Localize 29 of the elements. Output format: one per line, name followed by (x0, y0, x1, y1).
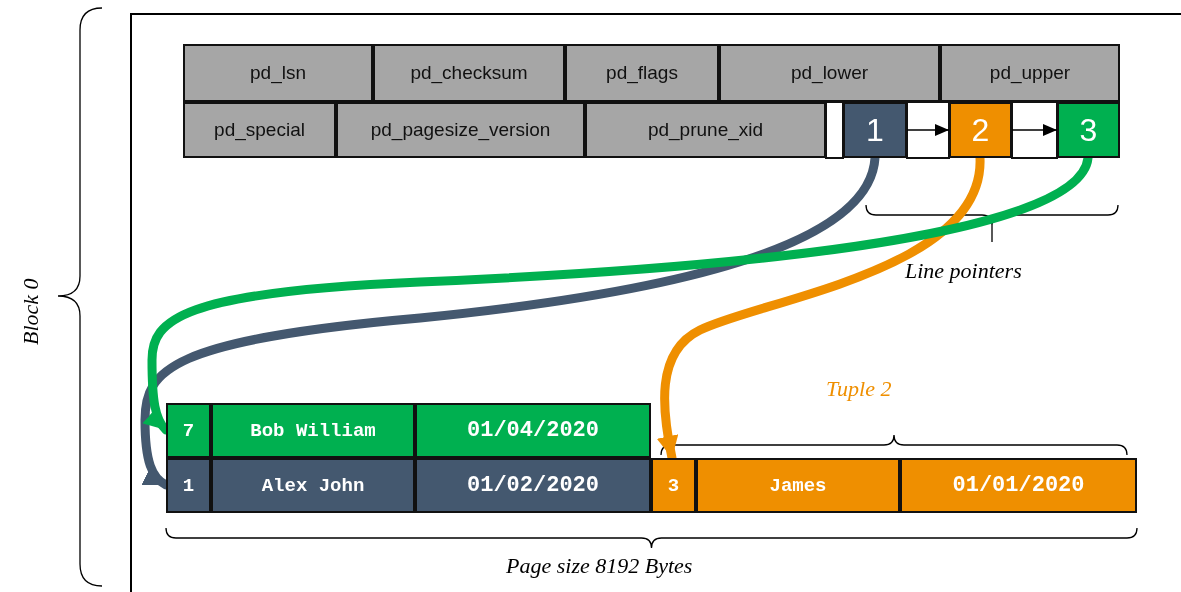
header-field-cell: pd_checksum (373, 44, 565, 102)
tuple-id-cell: 7 (166, 403, 211, 458)
header-field-cell: pd_flags (565, 44, 719, 102)
annotation-label: Page size 8192 Bytes (506, 553, 693, 579)
tuple-name-cell: James (696, 458, 900, 513)
tuple-id-cell: 3 (651, 458, 696, 513)
arrow (906, 124, 950, 136)
tuple-row (166, 403, 651, 458)
header-field-cell: pd_lower (719, 44, 940, 102)
header-field-cell: pd_special (183, 102, 336, 158)
header-field-cell: pd_lsn (183, 44, 373, 102)
line-pointer-cell: 1 (843, 102, 907, 158)
tuple-name-cell: Bob William (211, 403, 415, 458)
tuple-row (166, 458, 651, 513)
tuple-row (651, 458, 1137, 513)
tuple-date-cell: 01/02/2020 (415, 458, 651, 513)
block-label: Block 0 (18, 278, 44, 345)
tuple-date-cell: 01/04/2020 (415, 403, 651, 458)
arrow (1011, 124, 1058, 136)
header-field-cell: pd_pagesize_version (336, 102, 585, 158)
annotation-label: Line pointers (905, 258, 1022, 284)
tuple-id-cell: 1 (166, 458, 211, 513)
tuple-date-cell: 01/01/2020 (900, 458, 1137, 513)
tuple-name-cell: Alex John (211, 458, 415, 513)
line-pointer-cell: 2 (949, 102, 1012, 158)
annotation-label: Tuple 2 (826, 376, 892, 402)
line-pointer-cell: 3 (1057, 102, 1120, 158)
header-field-cell: pd_prune_xid (585, 102, 826, 158)
header-field-cell: pd_upper (940, 44, 1120, 102)
